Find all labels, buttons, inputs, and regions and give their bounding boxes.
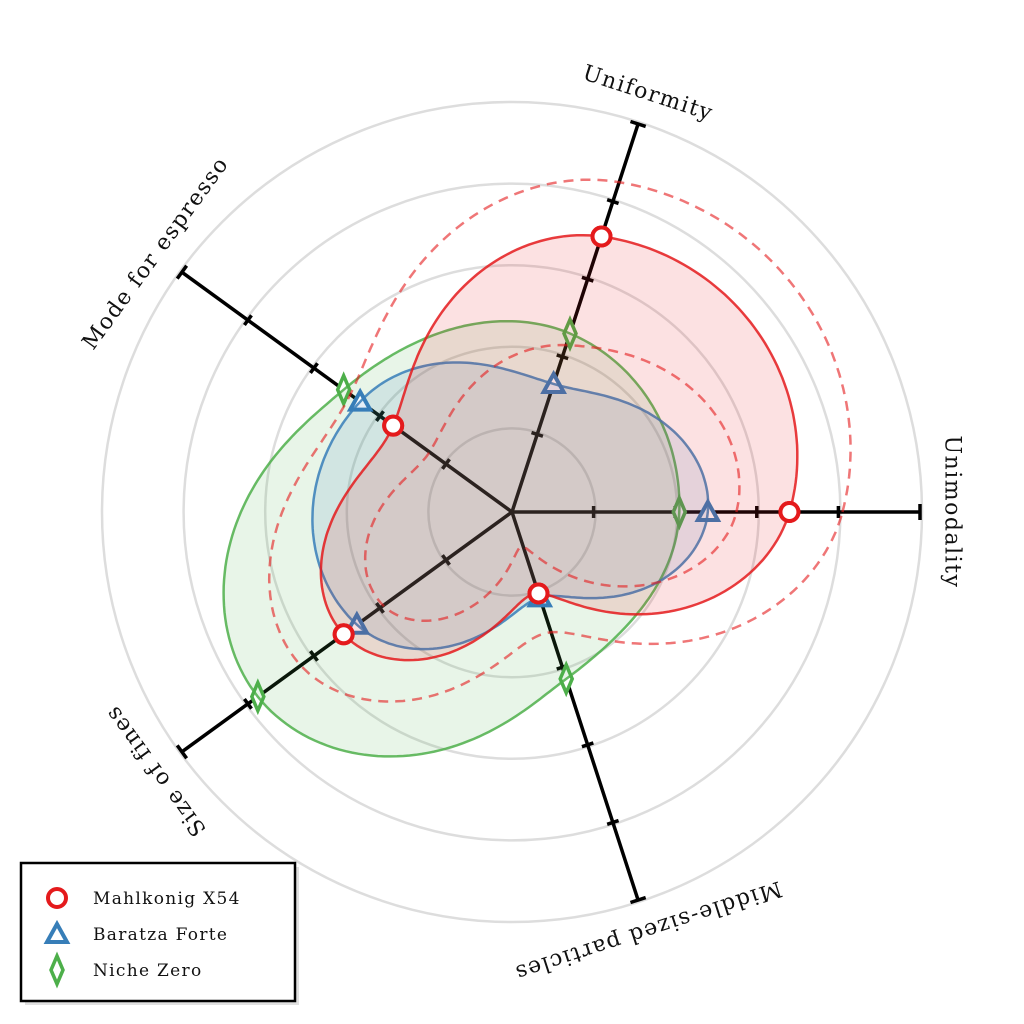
axis-tick: [606, 198, 620, 206]
marker-triangle: [43, 919, 71, 944]
marker-circle: [527, 582, 550, 605]
axis-line: [510, 511, 640, 901]
marker-circle: [590, 225, 613, 248]
axis-tick: [629, 895, 647, 905]
axis-tick: [242, 314, 253, 327]
marker-circle: [778, 501, 801, 523]
axis-tick: [309, 650, 319, 662]
axis-tick: [581, 741, 594, 749]
band-upper: [267, 178, 852, 703]
legend-box: [19, 861, 297, 1003]
axis-label: Mode for espresso: [78, 152, 235, 354]
legend-item: Baratza Forte: [43, 919, 228, 945]
series-layer: [222, 178, 852, 758]
axis-tick: [581, 275, 594, 283]
axis-tick: [375, 602, 385, 614]
axis-tick: [530, 430, 544, 438]
legend-label: Baratza Forte: [93, 925, 228, 945]
series-area: [311, 361, 710, 651]
legend-item: Mahlkonig X54: [46, 887, 241, 909]
axis-tick: [175, 744, 189, 760]
axis-tick: [175, 264, 189, 280]
axis-tick: [629, 119, 647, 129]
grid-circle: [100, 100, 924, 924]
axis-tick: [441, 554, 451, 566]
series-area: [319, 233, 799, 662]
marker-circle: [382, 414, 405, 437]
axis-label: Unimodality: [940, 436, 965, 589]
marker-diamond: [49, 951, 65, 989]
axis-tick: [606, 818, 620, 826]
axis-label: Uniformity: [580, 61, 717, 127]
series-mahlkonig-x54: [267, 178, 852, 703]
axis-tick: [441, 458, 451, 470]
axis-label: Middle-sized particles: [511, 875, 785, 985]
axis-tick: [309, 362, 319, 374]
axis-tick: [242, 697, 253, 710]
legend-label: Niche Zero: [93, 961, 202, 981]
axis-tick: [375, 410, 385, 422]
axis-line: [510, 123, 640, 513]
legend-label: Mahlkonig X54: [93, 889, 241, 909]
marker-circle: [332, 623, 355, 646]
axis-tick: [556, 353, 569, 361]
marker-circle: [46, 887, 68, 909]
legend-item: Niche Zero: [49, 951, 202, 989]
